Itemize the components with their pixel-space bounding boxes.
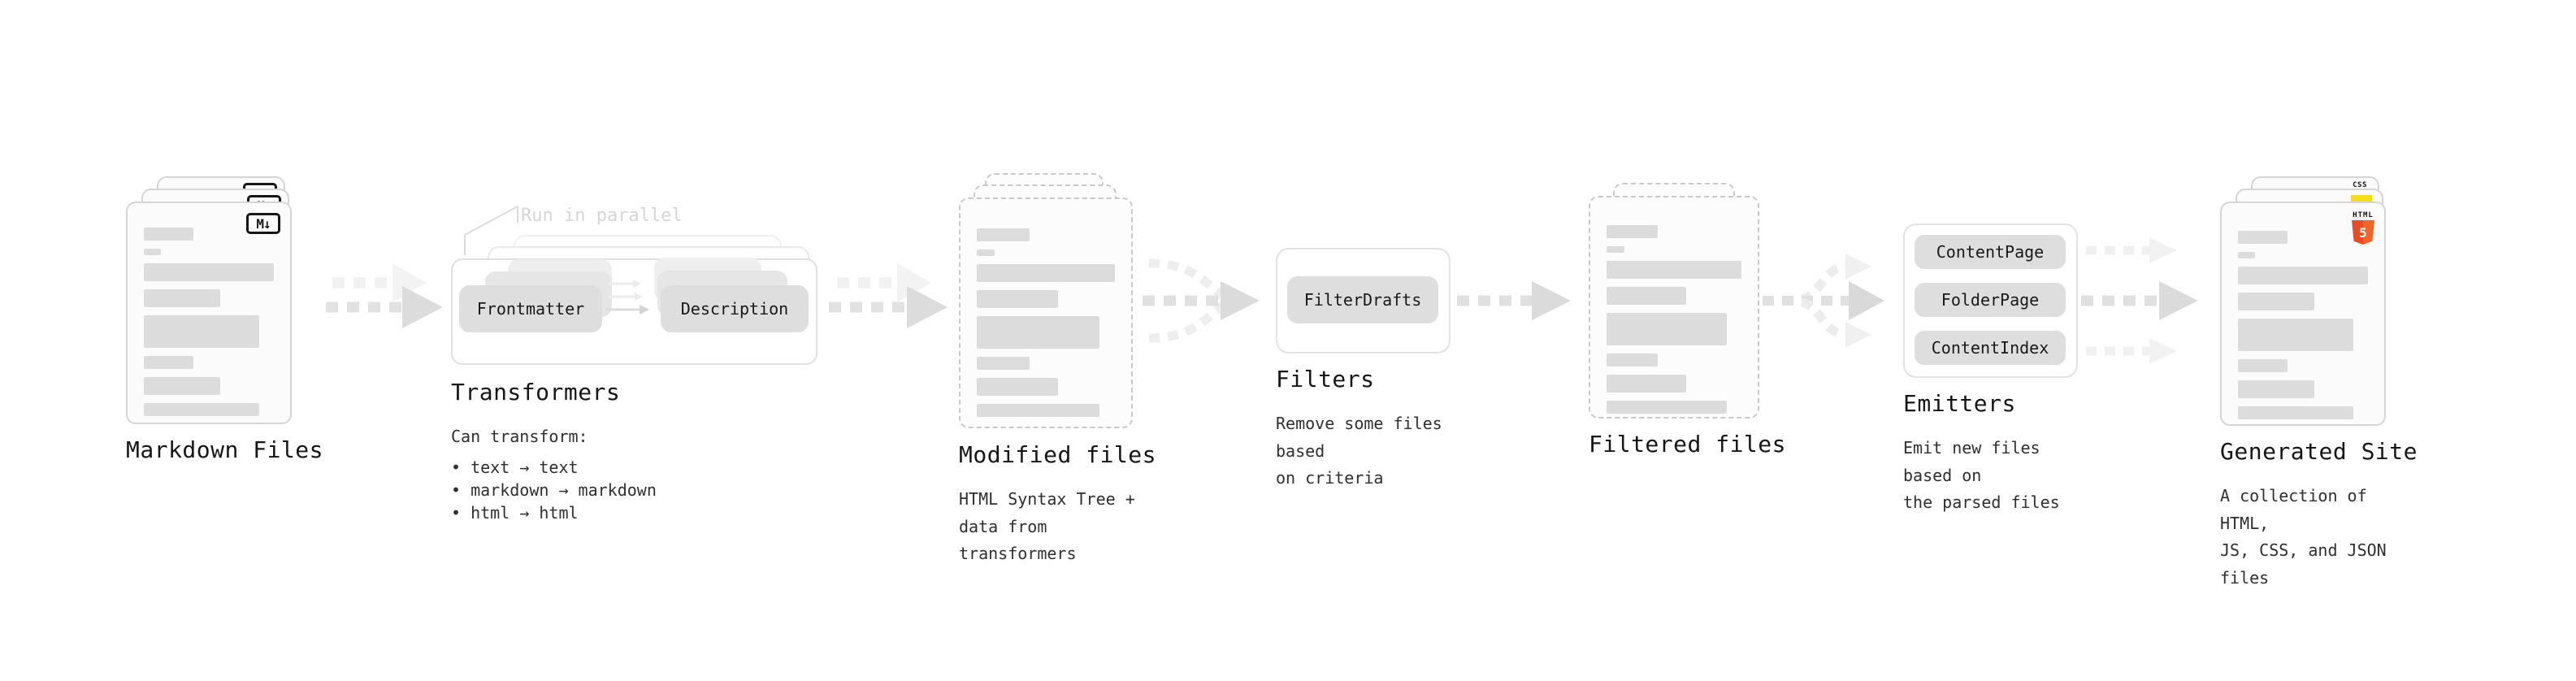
node-transformers: Run in parallel Frontmatter Description … [451, 163, 821, 524]
generated-site-stack: CSS HTML 5 [2220, 176, 2415, 426]
text-placeholder-bars [144, 228, 274, 416]
run-in-parallel-annotation: Run in parallel [521, 206, 683, 226]
list-item: • text → text [451, 457, 579, 477]
flow-arrow-filters-to-filtered [1451, 163, 1589, 366]
modified-files-title: Modified files [959, 441, 1157, 468]
node-generated-site: CSS HTML 5 Generated Site A collection o… [2220, 163, 2418, 592]
list-item: • markdown → markdown [451, 479, 657, 500]
html5-icon-label: HTML [2353, 211, 2374, 219]
html5-icon: HTML 5 [2352, 211, 2374, 245]
emitters-title: Emitters [1903, 390, 2016, 417]
filters-description: Remove some files based on criteria [1276, 414, 1442, 488]
file-mock-front: M↓ [126, 202, 292, 424]
dashed-arrow-icon [1457, 281, 1571, 320]
flow-arrow-markdown-to-transformers [321, 163, 451, 366]
text-placeholder-bars [977, 228, 1115, 417]
contentpage-chip: ContentPage [1915, 235, 2066, 269]
file-mock-front [959, 197, 1133, 428]
emitters-description: Emit new files based on the parsed files [1903, 438, 2060, 513]
triple-dashed-arrow-icon [2081, 237, 2198, 364]
list-item: • html → html [451, 502, 579, 523]
flow-arrow-filtered-to-emitters [1761, 163, 1903, 366]
text-placeholder-bars [1607, 225, 1741, 414]
markdown-icon: M↓ [246, 213, 280, 234]
filters-title: Filters [1276, 366, 1375, 393]
css-icon-label: CSS [2353, 181, 2367, 189]
annotation-leader-line [464, 206, 518, 255]
double-dashed-arrow-icon [326, 263, 443, 328]
flow-arrow-modified-to-filters [1138, 163, 1276, 366]
filtered-file-stack [1589, 183, 1761, 419]
filterdrafts-chip: FilterDrafts [1287, 276, 1438, 323]
file-mock-front-html: HTML 5 [2220, 202, 2386, 426]
split-arrow-icon [1763, 254, 1884, 348]
markdown-files-title: Markdown Files [126, 436, 324, 463]
transformers-stack: Run in parallel Frontmatter Description [451, 206, 821, 367]
transformers-description: Can transform: [451, 427, 588, 446]
node-emitters: ContentPage FolderPage ContentIndex Emit… [1903, 163, 2078, 517]
contentindex-chip: ContentIndex [1915, 331, 2066, 365]
frontmatter-chip: Frontmatter [459, 285, 602, 332]
description-chip: Description [661, 285, 809, 332]
file-mock-front [1589, 196, 1759, 419]
parallel-arrows-icon [605, 280, 649, 314]
flow-arrow-emitters-to-site [2078, 163, 2220, 366]
folderpage-chip: FolderPage [1915, 283, 2066, 317]
flow-arrow-transformers-to-modified [821, 163, 959, 366]
node-filtered-files: Filtered files [1589, 163, 1786, 458]
transformers-capability-list: • text → text • markdown → markdown • ht… [451, 456, 657, 524]
markdown-file-stack: M↓ M↓ M↓ [126, 176, 321, 424]
filters-box: FilterDrafts [1276, 248, 1451, 354]
html5-shield: 5 [2352, 220, 2374, 245]
transformers-title: Transformers [451, 379, 621, 406]
modified-file-stack [959, 173, 1138, 429]
merge-arrow-icon [1143, 258, 1260, 343]
pipeline-diagram: M↓ M↓ M↓ Markdown Files [126, 163, 2418, 592]
double-dashed-arrow-icon [829, 263, 948, 328]
node-filters: FilterDrafts Filters Remove some files b… [1276, 163, 1451, 492]
node-markdown-files: M↓ M↓ M↓ Markdown Files [126, 163, 324, 463]
filtered-files-title: Filtered files [1589, 431, 1787, 458]
generated-site-title: Generated Site [2220, 438, 2418, 465]
generated-site-description: A collection of HTML, JS, CSS, and JSON … [2220, 486, 2387, 588]
text-placeholder-bars [2238, 231, 2368, 419]
node-modified-files: Modified files HTML Syntax Tree + data f… [959, 163, 1156, 568]
modified-files-description: HTML Syntax Tree + data from transformer… [959, 489, 1135, 564]
emitters-box: ContentPage FolderPage ContentIndex [1903, 223, 2078, 378]
